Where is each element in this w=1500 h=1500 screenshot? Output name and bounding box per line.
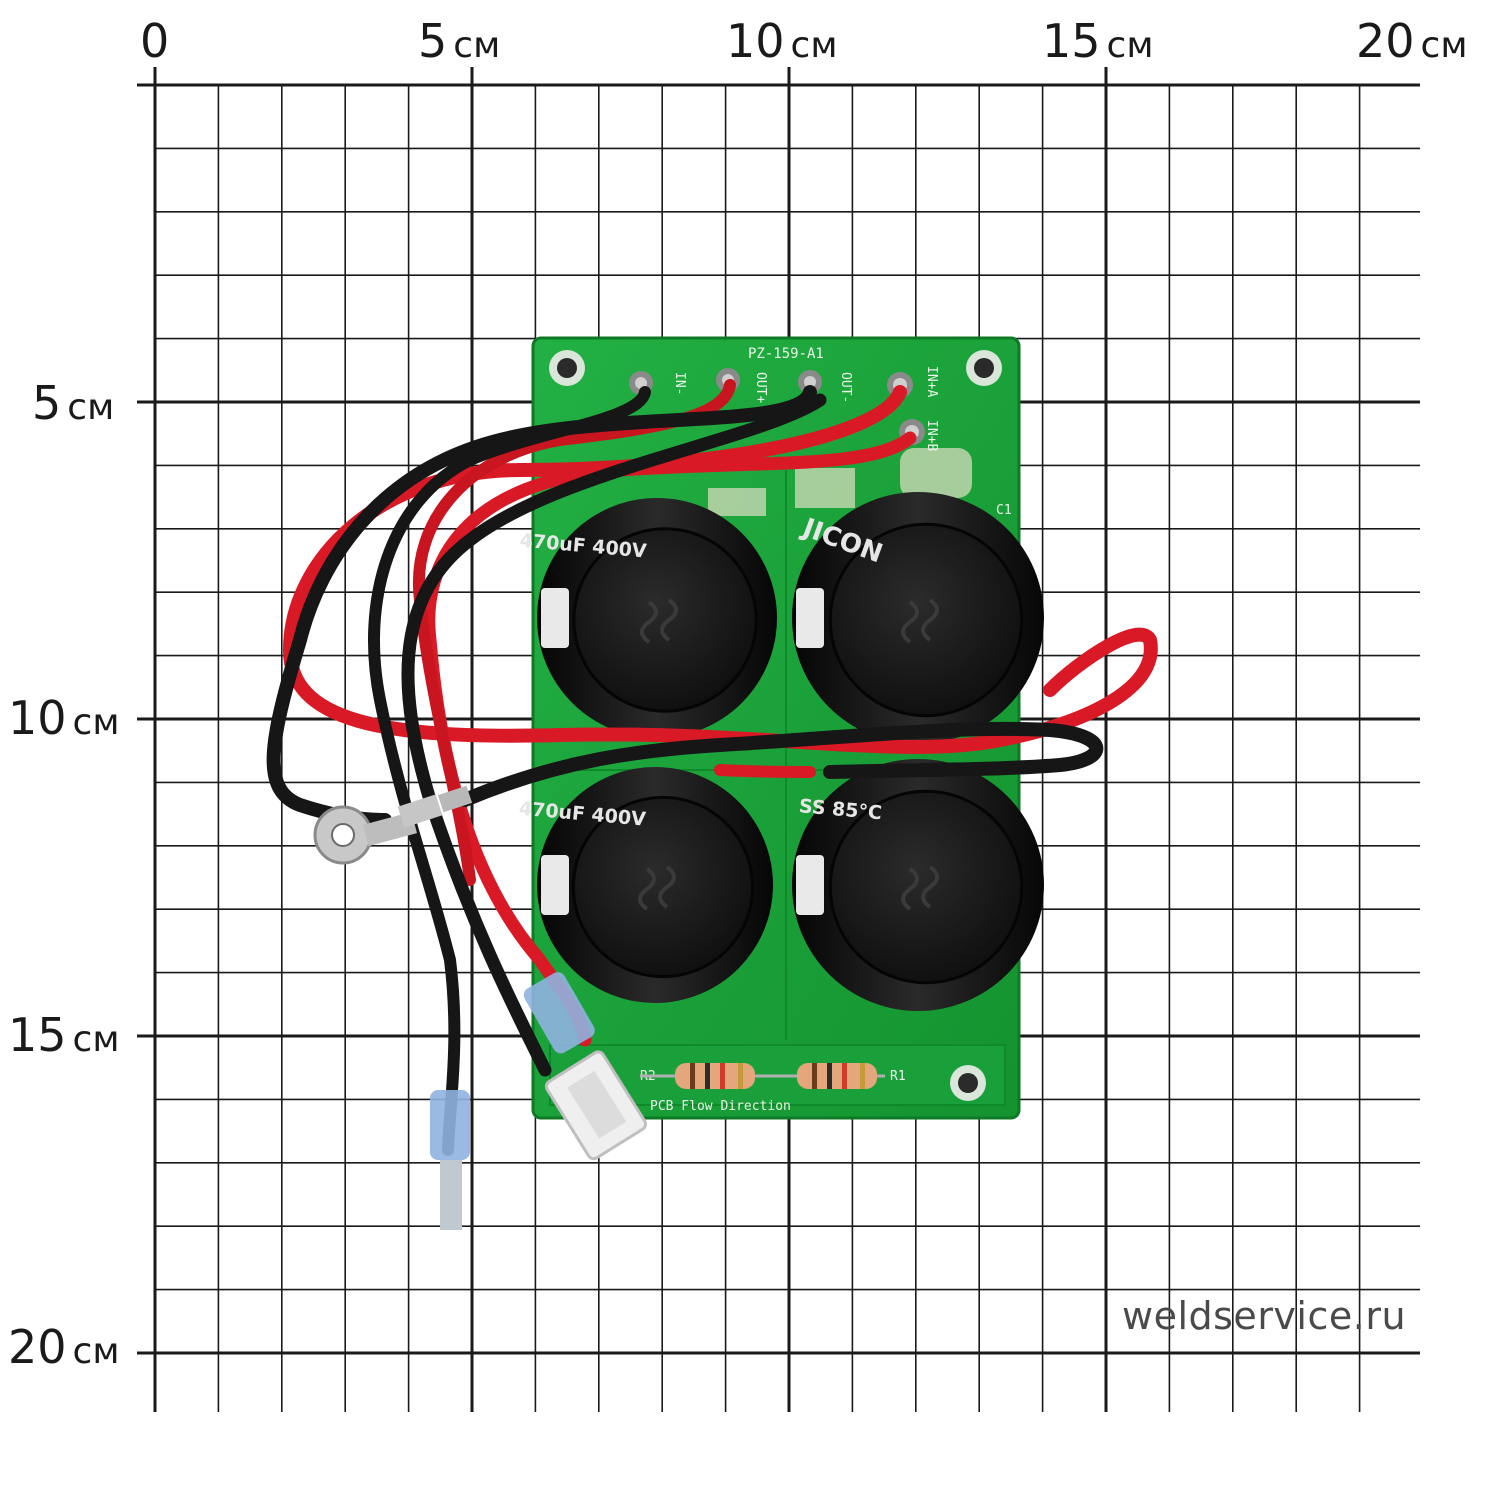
red-wire xyxy=(422,431,917,1047)
black-wire xyxy=(266,385,817,827)
red-wire xyxy=(282,385,1158,754)
solder-pads xyxy=(795,468,855,508)
crimp-terminal xyxy=(397,785,473,828)
black-wire xyxy=(368,386,651,1156)
c1-label: C1 xyxy=(996,503,1012,518)
white-spade-connector xyxy=(544,1050,648,1161)
in-plus-a-label: IN+A xyxy=(924,366,939,397)
blue-spade-connector xyxy=(523,972,595,1054)
black-wire xyxy=(401,393,827,1077)
solder-pads xyxy=(900,448,972,498)
capacitor: JICON xyxy=(792,492,1044,744)
red-wire xyxy=(714,764,816,778)
capacitor: SS 85°C xyxy=(792,759,1044,1011)
out-minus-label: OUT- xyxy=(838,372,853,403)
mounting-hole xyxy=(966,350,1002,386)
solder-pads xyxy=(708,488,766,516)
in-plus-b-label: IN+B xyxy=(924,420,939,451)
resistor-r1 xyxy=(790,1063,885,1089)
board-model-label: PZ-159-A1 xyxy=(748,346,824,362)
resistor-r2 xyxy=(640,1063,800,1089)
watermark: weldservice.ru xyxy=(1122,1294,1407,1338)
terminal-post xyxy=(798,370,822,394)
capacitor: 470uF 400V xyxy=(519,498,777,738)
in-minus-label: IN- xyxy=(672,372,687,395)
mounting-hole xyxy=(549,350,585,386)
out-plus-label: OUT+ xyxy=(753,372,768,403)
capacitor: 470uF 400V xyxy=(518,767,773,1003)
r1-label: R1 xyxy=(890,1069,906,1084)
ruler-top-0: 0 xyxy=(140,14,170,68)
mounting-hole xyxy=(950,1065,986,1101)
blue-spade-connector xyxy=(430,1090,470,1230)
black-wire xyxy=(458,721,1104,807)
wire-harness xyxy=(266,379,1158,1156)
pcb-flow-label: PCB Flow Direction xyxy=(650,1099,791,1114)
